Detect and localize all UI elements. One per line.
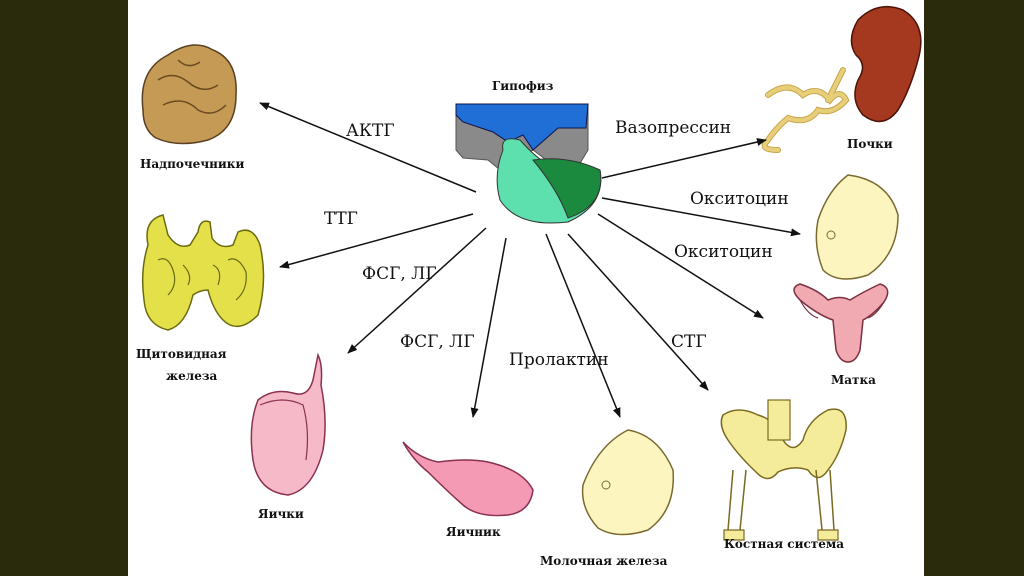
- arrow-stg: [567, 233, 709, 391]
- diagram-canvas: [141, 5, 922, 541]
- kidney-image: [761, 5, 922, 153]
- arrow-tsh: [279, 213, 474, 269]
- hormone-label-tsh: ТТГ: [324, 209, 358, 229]
- hormone-label-prolactin: Пролактин: [509, 350, 609, 370]
- hormone-label-acth: АКТГ: [346, 121, 395, 141]
- breast-image-right: [815, 174, 899, 280]
- arrow-prolactin: [545, 233, 621, 418]
- thyroid-gland-image: [141, 214, 265, 331]
- uterus-label: Матка: [831, 373, 876, 387]
- hormone-label-vasopressin: Вазопрессин: [615, 118, 732, 138]
- hormone-label-oxytocin-2: Окситоцин: [674, 242, 773, 262]
- thyroid-label-line2: железа: [166, 369, 218, 383]
- hormone-label-fsh-lh-1: ФСГ, ЛГ: [362, 264, 437, 284]
- skeleton-pelvis-image: [720, 399, 847, 541]
- testes-image: [250, 352, 326, 496]
- hormone-label-stg: СТГ: [671, 332, 707, 352]
- adrenal-gland-image: [141, 44, 237, 145]
- pituitary-label: Гипофиз: [492, 79, 554, 93]
- hormone-label-fsh-lh-2: ФСГ, ЛГ: [400, 332, 475, 352]
- slide: Гипофиз Надпочечники Щитовидная железа Я…: [128, 0, 924, 576]
- bone-system-label: Костная система: [724, 537, 845, 551]
- adrenal-label: Надпочечники: [140, 157, 245, 171]
- ovary-label: Яичник: [446, 525, 501, 539]
- arrow-oxytocin-2: [597, 213, 764, 319]
- kidneys-label: Почки: [847, 137, 893, 151]
- testes-label: Яички: [258, 507, 304, 521]
- ovary-image: [402, 441, 534, 517]
- hormone-arrows: [259, 102, 801, 418]
- arrow-oxytocin-1: [601, 197, 801, 237]
- thyroid-label-line1: Щитовидная: [136, 347, 227, 361]
- arrow-acth: [259, 102, 477, 193]
- arrow-fsh-lh-2: [470, 237, 507, 418]
- pituitary-gland-image: [455, 103, 602, 224]
- mammary-gland-image: [581, 429, 675, 536]
- hormone-label-oxytocin-1: Окситоцин: [690, 189, 789, 209]
- uterus-image: [793, 283, 889, 363]
- mammary-gland-label: Молочная железа: [540, 554, 668, 568]
- arrow-vasopressin: [601, 138, 767, 179]
- arrow-fsh-lh-1: [347, 227, 487, 354]
